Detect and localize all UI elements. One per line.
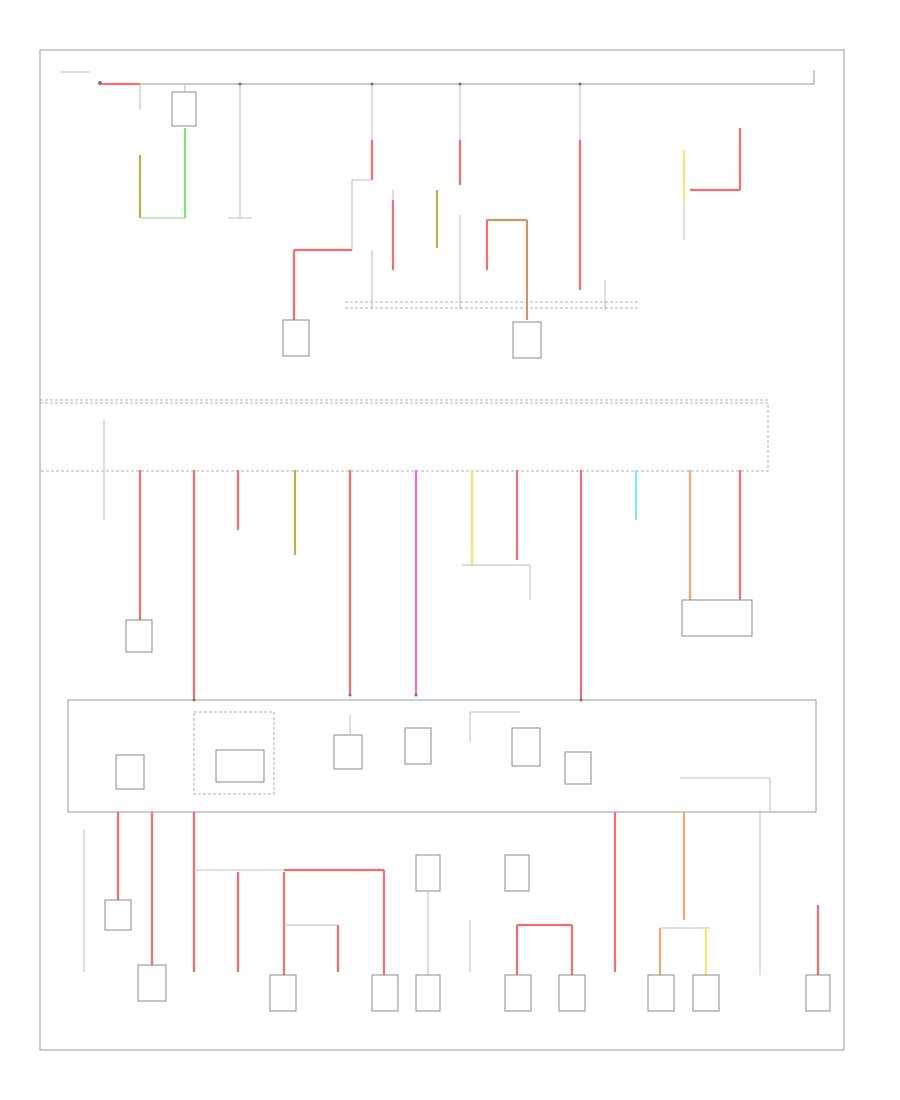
middle-fuse-block <box>39 399 769 700</box>
module-m2 <box>681 599 753 637</box>
module-center <box>512 321 542 359</box>
top-section <box>60 70 815 359</box>
module-left <box>282 319 310 357</box>
junction-dots <box>192 82 583 702</box>
lower-fuse-block <box>67 699 817 813</box>
battery-terminal <box>98 81 102 85</box>
relay-top-left <box>171 91 197 127</box>
loads <box>83 812 831 1012</box>
module-m1 <box>125 619 153 653</box>
outer-frame <box>39 49 845 1051</box>
